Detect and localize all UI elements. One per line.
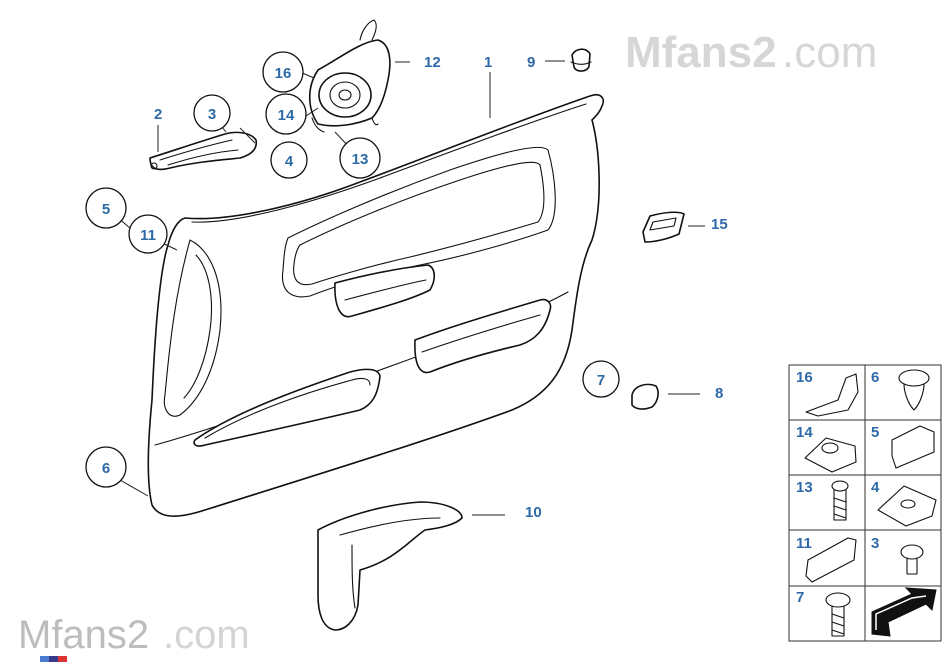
callouts: 1 2 3 4 5 6 7 8 9 10 11 12 13 14 15 16 <box>85 51 728 521</box>
callout-5: 5 <box>102 201 110 218</box>
legend-screw-13 <box>831 480 849 521</box>
watermark-bottom: Mfans2 .com <box>18 613 250 662</box>
legend-nut-14 <box>804 437 857 473</box>
door-trim-panel <box>147 93 605 517</box>
fastener-legend: 16 6 14 5 13 4 11 3 <box>788 364 942 642</box>
callout-4-circle <box>270 141 308 179</box>
brand-stripe-blue <box>40 656 49 662</box>
callout-2: 2 <box>154 106 162 123</box>
callout-16-circle <box>262 51 304 93</box>
handle-bracket-part <box>149 121 258 171</box>
armrest-cover-part <box>317 501 505 631</box>
callout-14: 14 <box>278 107 295 124</box>
legend-clip-11 <box>805 537 857 583</box>
callout-12: 12 <box>424 54 441 71</box>
arrow-icon <box>871 587 937 637</box>
callout-11-circle <box>128 214 168 254</box>
watermark-bottom-prefix: Mfans2 <box>18 613 149 657</box>
callout-14-circle <box>265 93 307 135</box>
brand-stripe-red <box>58 656 67 662</box>
callout-13-circle <box>339 137 381 179</box>
legend-screw-3 <box>900 544 924 575</box>
legend-label-13: 13 <box>796 479 813 496</box>
callout-16: 16 <box>275 65 292 82</box>
callout-10: 10 <box>525 504 542 521</box>
callout-3: 3 <box>208 106 216 123</box>
legend-label-3: 3 <box>871 535 879 552</box>
legend-clip-6 <box>898 369 930 411</box>
callout-5-circle <box>85 187 127 229</box>
watermark-top: Mfans2 .com <box>625 28 877 77</box>
legend-label-4: 4 <box>871 479 880 496</box>
watermark-top-suffix: .com <box>782 28 877 77</box>
plug-part <box>545 48 592 72</box>
callout-7: 7 <box>597 372 605 389</box>
callout-15: 15 <box>711 216 728 233</box>
callout-4: 4 <box>285 153 294 170</box>
legend-label-14: 14 <box>796 424 813 441</box>
callout-8: 8 <box>715 385 723 402</box>
legend-label-16: 16 <box>796 369 813 386</box>
legend-clip-16 <box>805 373 859 417</box>
callout-9: 9 <box>527 54 535 71</box>
cap-part <box>631 383 700 410</box>
callout-3-circle <box>193 94 231 132</box>
legend-screw-7 <box>825 592 851 637</box>
callout-11: 11 <box>140 227 156 244</box>
legend-label-6: 6 <box>871 369 879 386</box>
callout-1: 1 <box>484 54 492 71</box>
legend-label-7: 7 <box>796 589 804 606</box>
watermark-top-prefix: Mfans2 <box>625 28 777 77</box>
legend-label-11: 11 <box>796 535 812 552</box>
callout-6: 6 <box>102 460 110 477</box>
watermark-bottom-suffix: .com <box>163 613 250 657</box>
legend-clip-5 <box>891 425 935 469</box>
callout-13: 13 <box>352 151 369 168</box>
brand-stripe-navy <box>49 656 58 662</box>
legend-label-5: 5 <box>871 424 879 441</box>
switch-part <box>642 211 705 243</box>
legend-nut-4 <box>877 485 937 527</box>
callout-6-circle <box>85 446 127 488</box>
callout-7-circle <box>582 360 620 398</box>
speaker-part <box>308 19 410 133</box>
